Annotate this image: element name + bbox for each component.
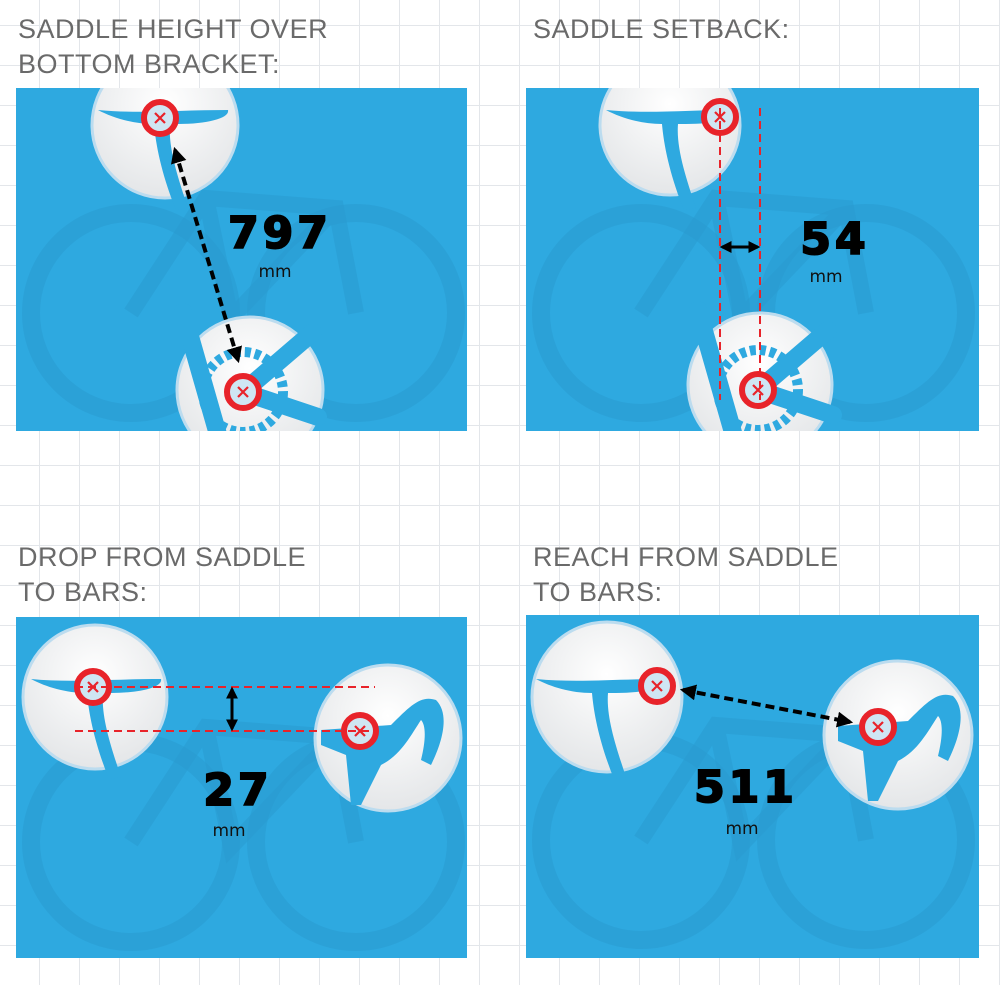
saddle-height-value: 797 — [227, 208, 332, 259]
bars-target-icon — [862, 711, 894, 743]
drop-value: 27 — [202, 765, 273, 816]
reach-value: 511 — [693, 762, 798, 813]
reach-unit: mm — [725, 819, 759, 839]
title-drop: DROP FROM SADDLE TO BARS: — [18, 540, 306, 610]
measure-arrow — [171, 146, 242, 364]
saddle-setback-value: 54 — [799, 214, 870, 265]
saddle-target-icon — [144, 102, 176, 134]
saddle-target-icon — [641, 670, 673, 702]
title-line: REACH FROM SADDLE — [533, 542, 839, 572]
title-line: SADDLE SETBACK: — [533, 14, 790, 44]
panel-saddle-setback: 54 mm — [526, 88, 979, 431]
title-line: DROP FROM SADDLE — [18, 542, 307, 572]
drop-diagram — [21, 623, 467, 958]
title-line: SADDLE HEIGHT OVER — [18, 14, 329, 44]
title-line: TO BARS: — [18, 577, 148, 607]
measure-arrow — [679, 684, 854, 728]
title-line: TO BARS: — [533, 577, 663, 607]
title-saddle-setback: SADDLE SETBACK: — [533, 12, 790, 47]
saddle-setback-unit: mm — [809, 267, 843, 287]
title-reach: REACH FROM SADDLE TO BARS: — [533, 540, 839, 610]
panel-saddle-height: 797 mm — [16, 88, 467, 431]
title-saddle-height: SADDLE HEIGHT OVER BOTTOM BRACKET: — [18, 12, 328, 82]
saddle-height-unit: mm — [258, 262, 292, 282]
saddle-setback-diagram — [526, 88, 979, 431]
bracket-target-icon — [742, 374, 774, 406]
drop-unit: mm — [212, 821, 246, 841]
bracket-target-icon — [227, 376, 259, 408]
reach-diagram — [530, 620, 979, 958]
panel-drop: 27 mm — [16, 617, 467, 958]
title-line: BOTTOM BRACKET: — [18, 49, 281, 79]
saddle-height-diagram — [16, 88, 467, 431]
panel-reach: 511 mm — [526, 615, 979, 958]
